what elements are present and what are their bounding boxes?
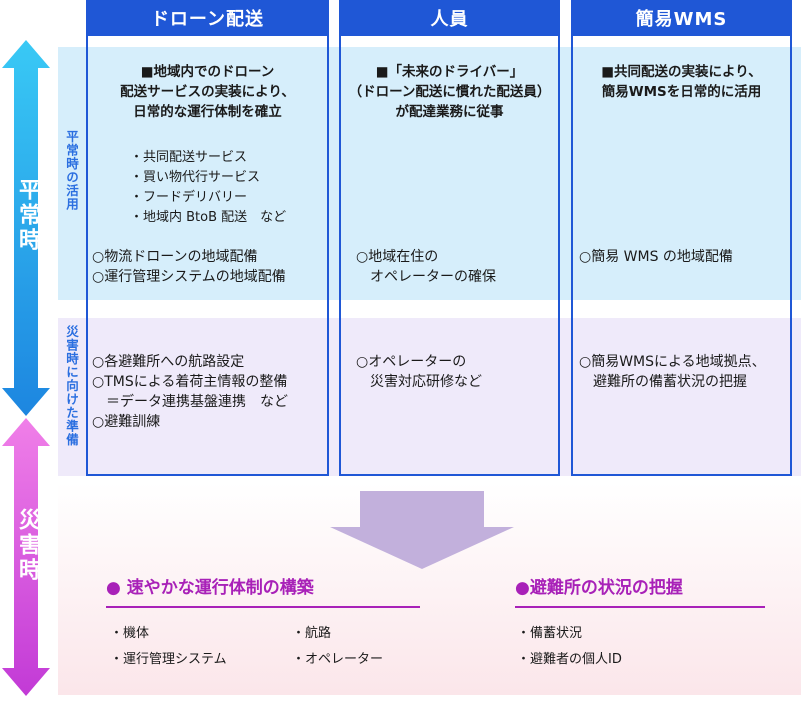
disaster-time-arrow [2,418,50,696]
list-item: ○運行管理システムの地域配備 [92,269,286,285]
left-points-b: ・航路 ・オペレーター [292,624,383,670]
list-item: ・運行管理システム [110,652,227,667]
list-item: ・機体 [110,626,150,641]
right-disaster-heading: ●避難所の状況の把握 [515,578,683,598]
list-item: ○各避難所への航路設定 [92,354,245,370]
normal-time-label: 平常時 [15,178,40,253]
people-lead: ■「未来のドライバー」 （ドローン配送に慣れた配送員） が配達業務に従事 [348,64,551,120]
list-item: ・地域内 BtoB 配送 など [130,210,287,225]
drone-prep-items: ○各避難所への航路設定 ○TMSによる着荷主情報の整備 ＝データ連携基盤連携 な… [92,352,327,432]
left-heading-divider [106,606,420,608]
list-item: ・共同配送サービス [130,150,248,165]
people-normal-items: ○地域在住の オペレーターの確保 [356,247,556,287]
normal-time-arrow [2,40,50,416]
timeline-arrows [2,40,50,696]
column-wms-header: 簡易WMS [571,0,792,36]
list-item: ・オペレーター [292,652,384,667]
normal-time-band [58,47,801,300]
left-disaster-heading: ● 速やかな運行体制の構築 [106,578,314,598]
list-item: ○物流ドローンの地域配備 [92,249,258,265]
wms-prep-items: ○簡易WMSによる地域拠点、 避難所の備蓄状況の把握 [579,352,794,392]
list-item: ○簡易WMSによる地域拠点、 [579,354,766,370]
transition-arrow [330,491,514,569]
list-item: 災害対応研修など [356,374,482,390]
list-item: ・買い物代行サービス [130,170,261,185]
drone-service-list: ・共同配送サービス ・買い物代行サービス ・フードデリバリー ・地域内 BtoB… [130,148,325,228]
drone-lead: ■地域内でのドローン 配送サービスの実装により、 日常的な運行体制を確立 [120,64,295,120]
right-heading-divider [515,606,765,608]
column-drone: ドローン配送 [86,0,329,476]
list-item: ・避難者の個人ID [517,652,622,667]
wms-lead: ■共同配送の実装により、 簡易WMSを日常的に活用 [601,64,762,100]
list-item: ・航路 [292,626,332,641]
column-people-header: 人員 [339,0,560,36]
left-points-a: ・機体 ・運行管理システム [110,624,227,670]
preparation-label: 災害時に向けた準備 [64,325,79,447]
list-item: ○避難訓練 [92,414,161,430]
column-people: 人員 [339,0,560,476]
list-item: オペレーターの確保 [356,269,496,285]
list-item: ○TMSによる着荷主情報の整備 [92,374,288,390]
right-points: ・備蓄状況 ・避難者の個人ID [517,624,622,670]
people-prep-items: ○オペレーターの 災害対応研修など [356,352,556,392]
wms-normal-items: ○簡易 WMS の地域配備 [579,247,789,267]
column-wms: 簡易WMS [571,0,792,476]
list-item: ＝データ連携基盤連携 など [92,394,288,410]
list-item: ○地域在住の [356,249,439,265]
list-item: ○オペレーターの [356,354,467,370]
drone-normal-items: ○物流ドローンの地域配備 ○運行管理システムの地域配備 [92,247,327,287]
normal-use-label: 平常時の活用 [64,130,79,211]
list-item: ・備蓄状況 [517,626,583,641]
list-item: 避難所の備蓄状況の把握 [579,374,747,390]
disaster-time-label: 災害時 [15,508,40,583]
column-drone-header: ドローン配送 [86,0,329,36]
list-item: ・フードデリバリー [130,190,248,205]
list-item: ○簡易 WMS の地域配備 [579,249,733,265]
preparation-band [58,318,801,476]
